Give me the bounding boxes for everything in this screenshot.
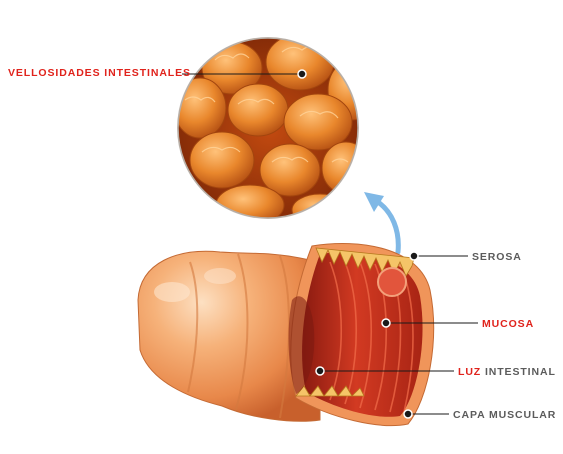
label-serosa: SEROSA bbox=[472, 251, 522, 263]
lumen-bubble bbox=[377, 267, 407, 297]
curved-arrow-up-icon bbox=[364, 192, 401, 255]
intestine-tube bbox=[137, 250, 321, 422]
intestine-cross-section bbox=[288, 243, 435, 427]
villi-pointer-dot bbox=[297, 69, 307, 79]
capa-muscular-pointer-dot bbox=[403, 409, 413, 419]
edge-villi-fringe bbox=[295, 247, 415, 397]
label-luz-intestinal: LUZ INTESTINAL bbox=[458, 366, 556, 378]
leader-lines bbox=[182, 69, 478, 419]
villi-magnified-view bbox=[177, 37, 359, 219]
luz-pointer-dot bbox=[315, 366, 325, 376]
label-luz-prefix: LUZ bbox=[458, 366, 482, 378]
serosa-pointer-dot bbox=[409, 251, 419, 261]
label-capa-muscular: CAPA MUSCULAR bbox=[453, 409, 557, 421]
villus-cluster bbox=[178, 38, 358, 218]
label-luz-suffix: INTESTINAL bbox=[481, 366, 556, 378]
label-mucosa: MUCOSA bbox=[482, 318, 535, 330]
label-vellosidades-intestinales: VELLOSIDADES INTESTINALES bbox=[8, 67, 191, 79]
mucosa-pointer-dot bbox=[381, 318, 391, 328]
